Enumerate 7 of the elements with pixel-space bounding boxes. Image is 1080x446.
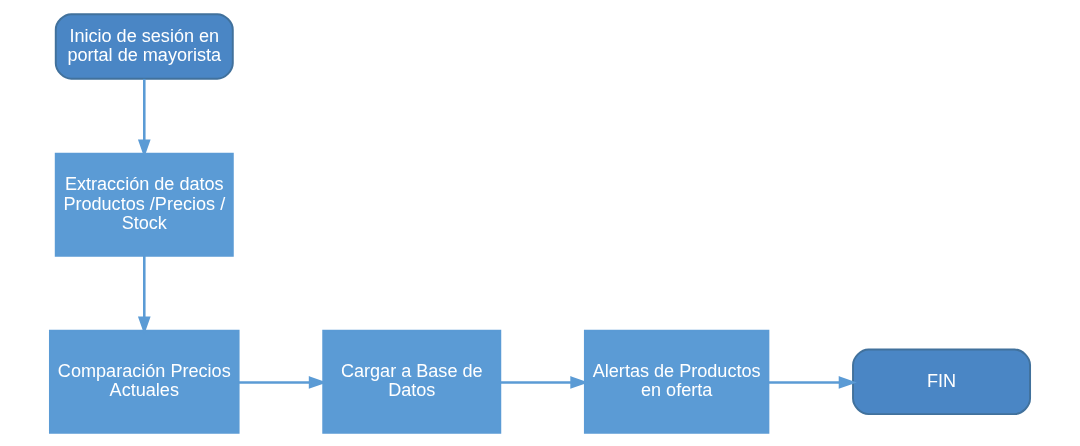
node-box: Extracción de datos Productos /Precios / Stock <box>54 152 234 257</box>
node-box: FIN <box>852 348 1031 415</box>
node-box: Alertas de Productos en oferta <box>583 329 770 434</box>
node-box: Cargar a Base de Datos <box>322 329 502 434</box>
node-box: Inicio de sesión en portal de mayorista <box>54 12 234 80</box>
arrow <box>768 375 857 389</box>
node-box: Comparación Precios Actuales <box>49 329 240 434</box>
